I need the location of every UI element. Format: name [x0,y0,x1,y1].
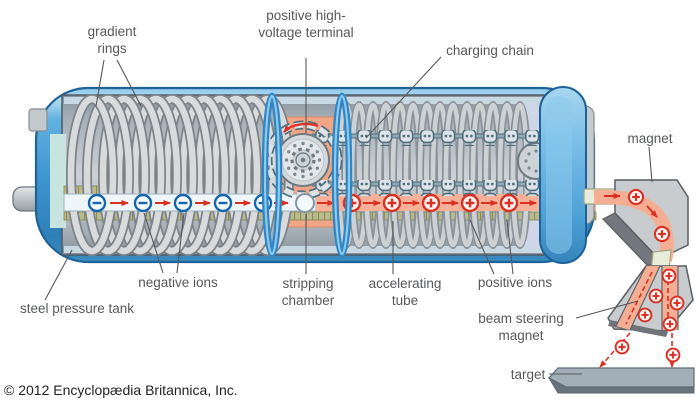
label-positive-ions: positive ions [477,275,553,290]
label-steel-pressure-tank: steel pressure tank [19,301,135,316]
beam-steering-magnet [607,265,694,337]
chain-rotation-arrow-icon [283,122,319,133]
exit-beams [599,332,681,368]
target [547,367,695,394]
chain-pulley-terminal [276,133,330,187]
label-accelerating-tube: accelerating tube [368,276,442,308]
label-charging-chain: charging chain [446,43,534,58]
label-negative-ions: negative ions [138,275,218,290]
tank-end-cap [539,86,619,264]
label-target: target [510,367,546,382]
label-beam-steering-magnet: beam steering magnet [478,311,564,343]
label-magnet: magnet [627,131,673,146]
bending-magnet [593,179,689,267]
copyright-text: © 2012 Encyclopædia Britannica, Inc. [4,382,238,398]
label-stripping-chamber: stripping chamber [281,276,335,308]
stripping-chamber [295,193,315,213]
label-gradient-rings: gradient rings [87,24,137,56]
leader-lines [44,56,653,375]
label-hv-terminal: positive high-voltage terminal [258,8,354,40]
terminal-hoops [261,92,353,258]
gradient-rings-right [339,105,527,245]
